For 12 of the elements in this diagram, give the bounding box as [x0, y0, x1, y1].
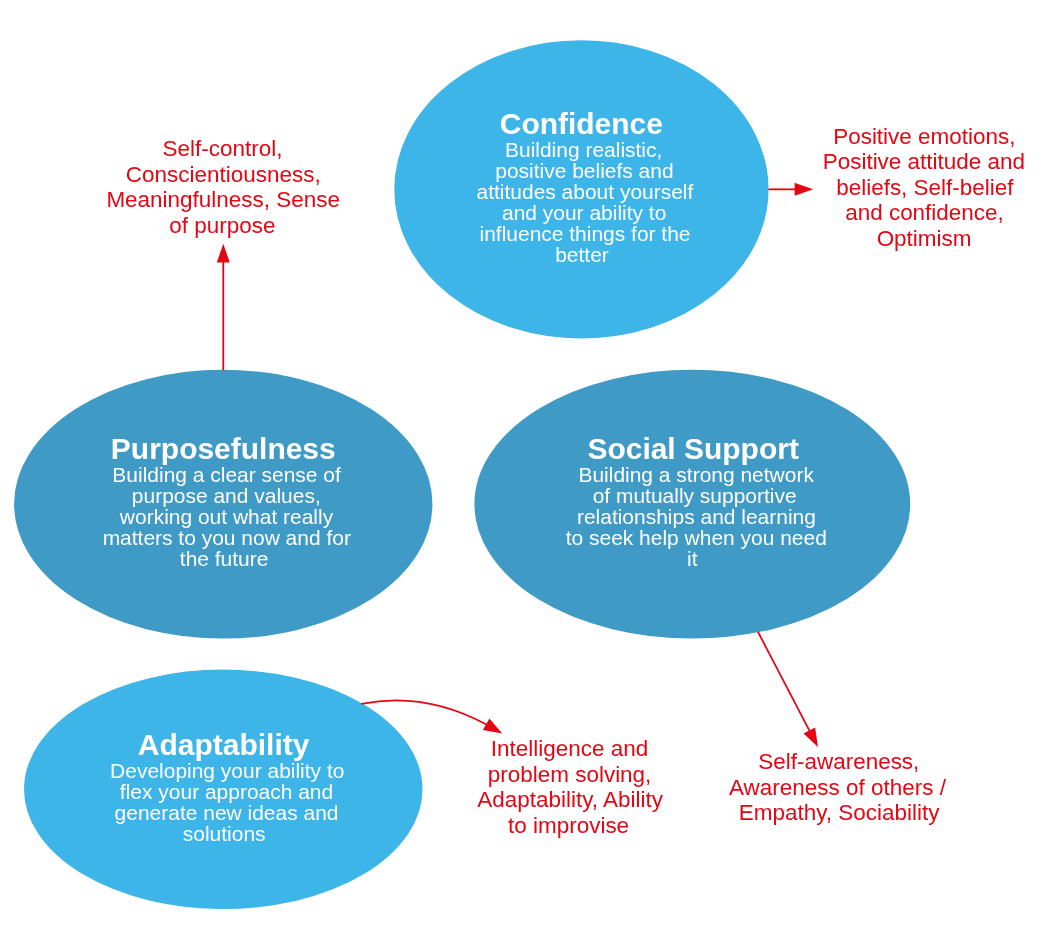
arrow	[767, 182, 814, 196]
node-text: Self-control, Conscientiousness, Meaningfulness, Sense of purpose	[106, 136, 340, 238]
node-ellipse: Social Support Building a strong network of mutually supportive relationships and learning to seek help when you need it	[474, 369, 911, 639]
node-ellipse: Adaptability Developing your ability to flex your approach and generate new ideas and solutions	[24, 669, 423, 910]
node-text: Positive emotions, Positive attitude and beliefs, Self-belief and confidence, Optimism	[822, 123, 1026, 251]
arrow	[756, 630, 818, 748]
node-ellipse: Confidence Building realistic, positive beliefs and attitudes about yourself and your ability to influence things for the better	[394, 40, 769, 339]
arrow	[216, 243, 230, 372]
node-text: Intelligence and problem solving, Adaptability, Ability to improvise	[477, 736, 663, 838]
node-ellipse: Purposefulness Building a clear sense of purpose and values, working out what really matters to you now and for the future	[14, 369, 433, 639]
node-text: Self-awareness, Awareness of others / Empathy, Sociability	[729, 749, 946, 826]
arrow	[360, 699, 503, 734]
